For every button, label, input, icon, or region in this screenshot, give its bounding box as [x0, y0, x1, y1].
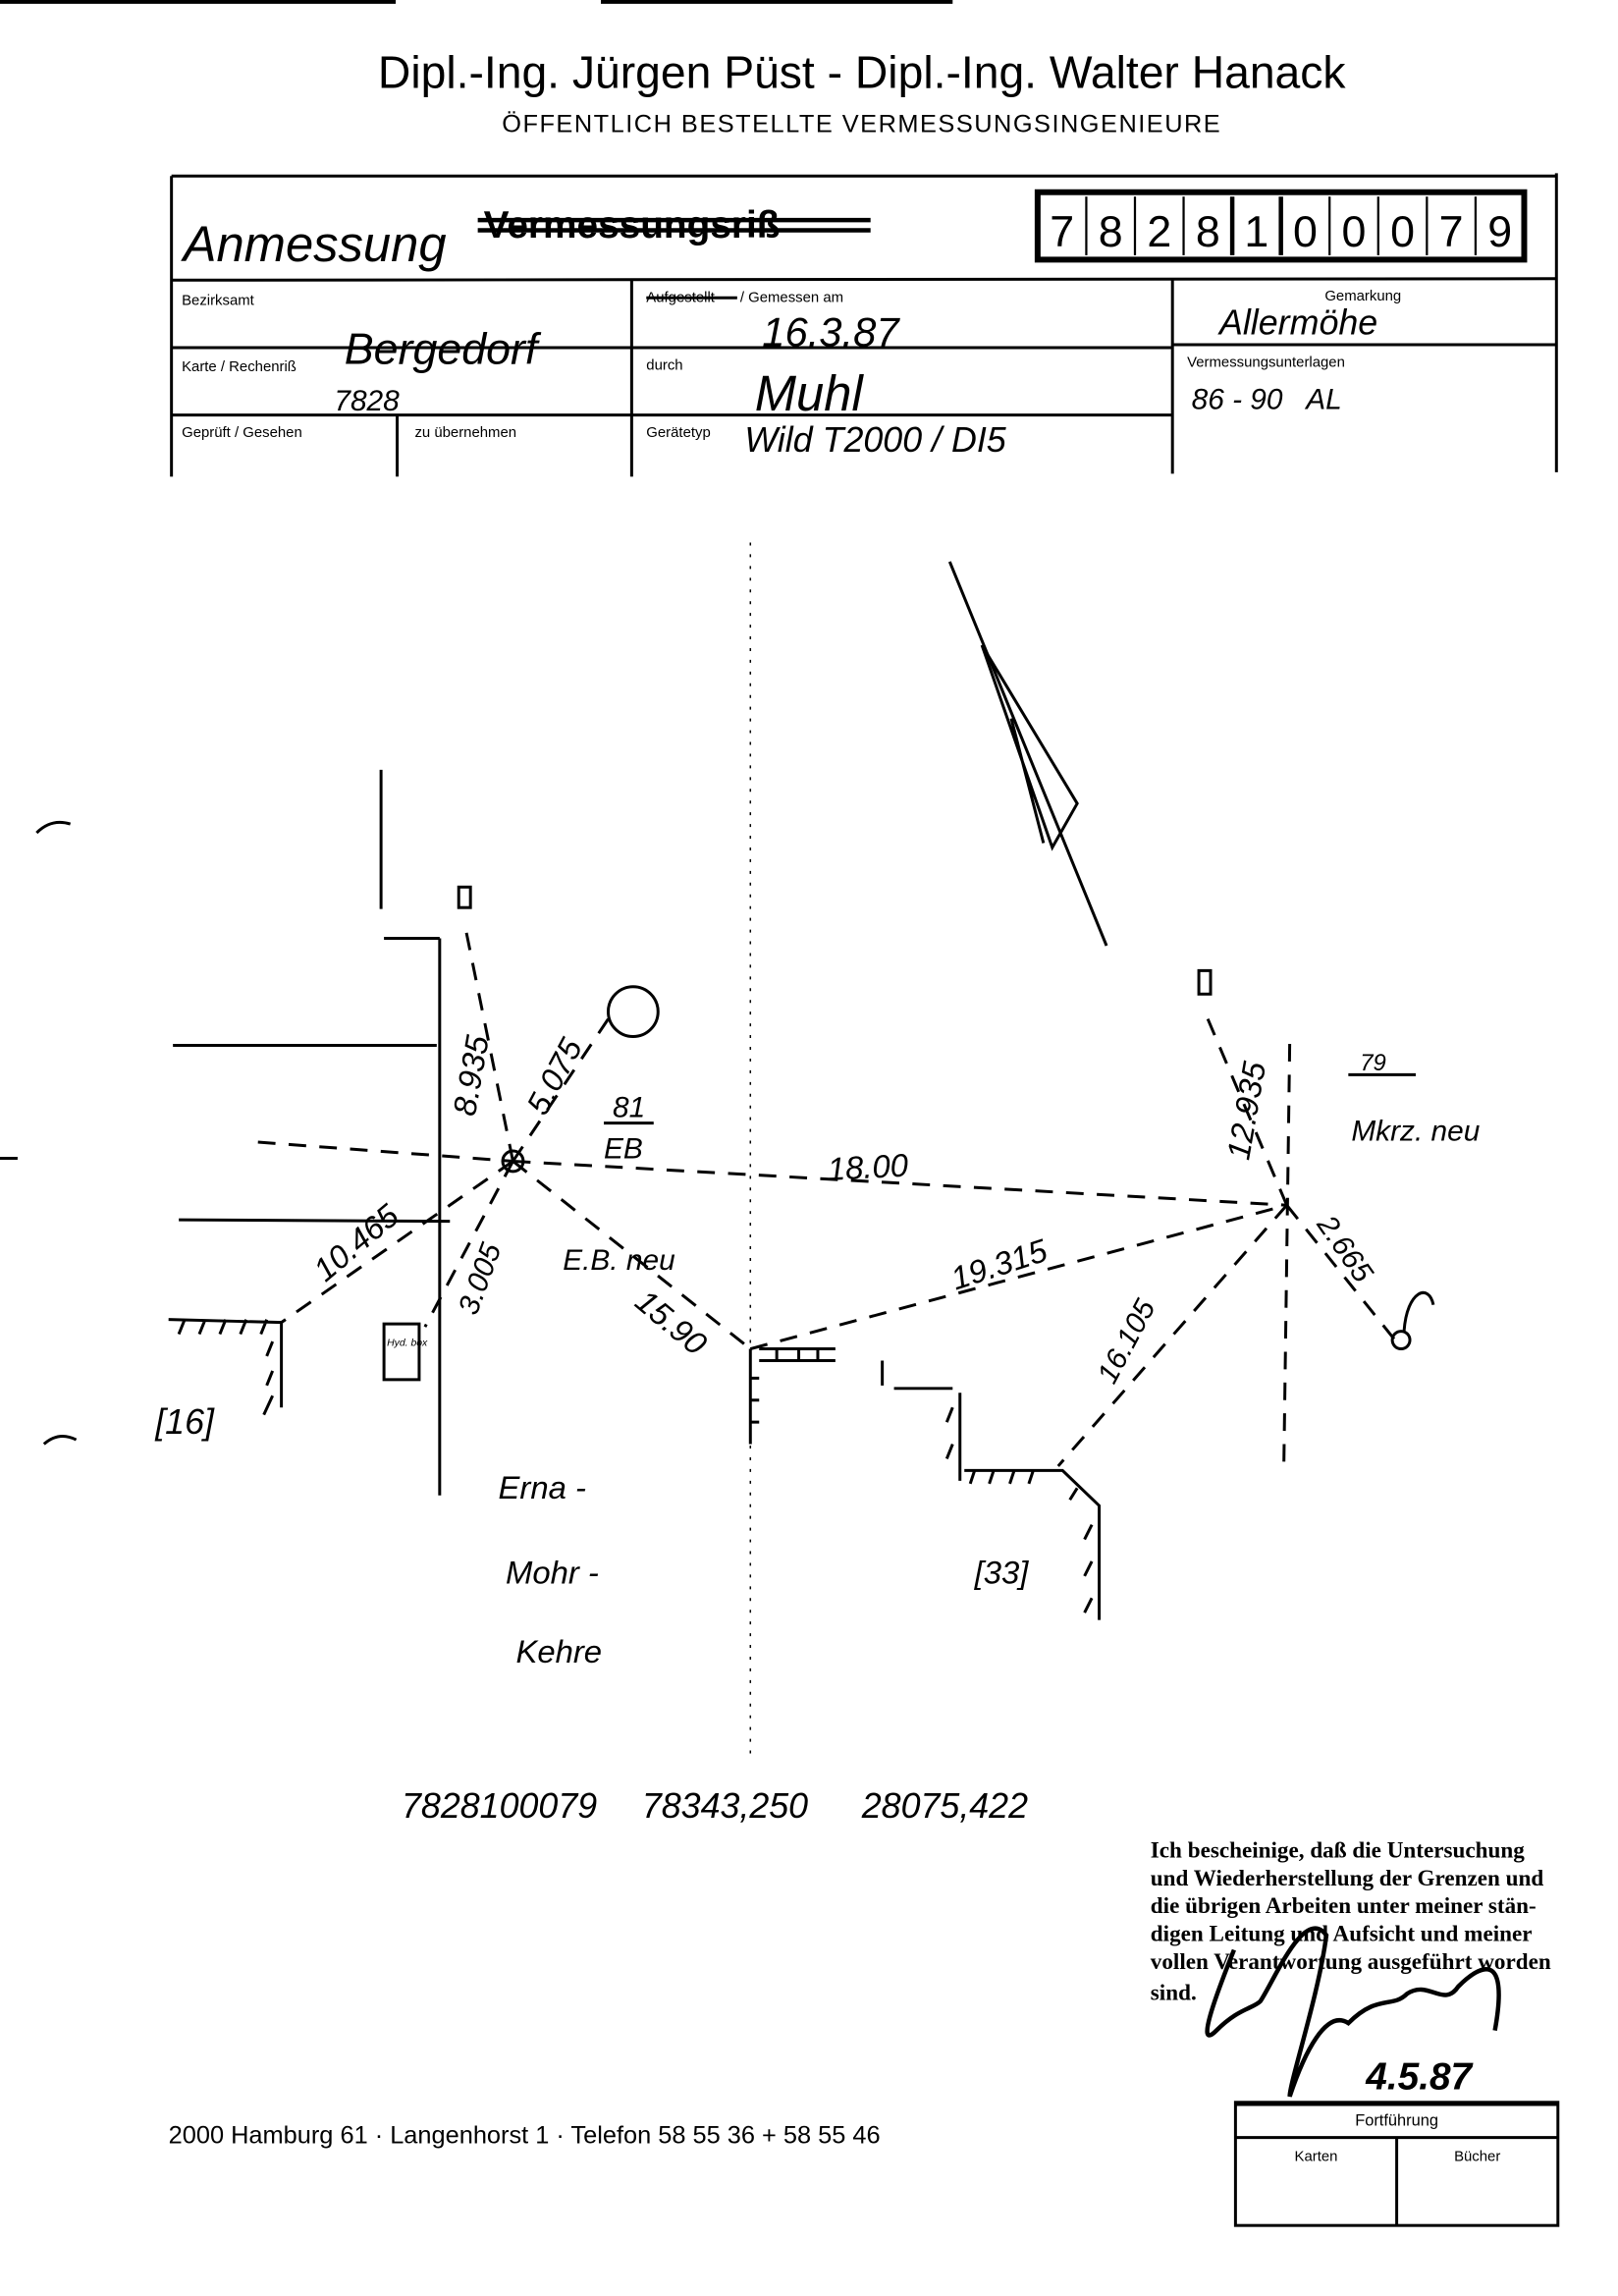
- certification-line: und Wiederherstellung der Grenzen und: [1151, 1866, 1544, 1891]
- hydrant-box-label: Hyd. box: [387, 1339, 428, 1349]
- street-name-line: Kehre: [515, 1633, 602, 1669]
- number-digit: 0: [1293, 207, 1318, 256]
- marker-icon: [1197, 968, 1213, 996]
- gemessen-label: / Gemessen am: [740, 290, 843, 306]
- number-digit: 8: [1099, 207, 1123, 256]
- number-digit: 0: [1342, 207, 1367, 256]
- certification-text: Ich bescheinige, daß die Untersuchung un…: [1151, 1837, 1551, 2005]
- lamp-icon: [1390, 1330, 1412, 1350]
- signature-date: 4.5.87: [1365, 2055, 1474, 2098]
- lamp-post-icon: [1402, 1290, 1435, 1332]
- number-digit: 9: [1487, 207, 1512, 256]
- certification-line: die übrigen Arbeiten unter meiner stän-: [1151, 1893, 1537, 1919]
- karte-value: 7828: [334, 385, 400, 417]
- eb-neu-label: E.B. neu: [563, 1244, 674, 1277]
- fortfuehrung-title: Fortführung: [1355, 2112, 1438, 2130]
- point-81-sublabel: EB: [604, 1132, 643, 1165]
- letterhead-subtitle: ÖFFENTLICH BESTELLTE VERMESSUNGSINGENIEU…: [502, 111, 1221, 138]
- unterlagen-label: Vermessungsunterlagen: [1187, 354, 1345, 370]
- measurement-label: 12.935: [1219, 1059, 1272, 1163]
- street-name-line: Erna -: [499, 1469, 586, 1505]
- parcel-16-label: [16]: [154, 1402, 215, 1442]
- geprueft-label: Geprüft / Gesehen: [182, 424, 302, 441]
- measurement-label: 18.00: [827, 1147, 909, 1187]
- gemessen-value: 16.3.87: [762, 308, 900, 355]
- gemarkung-label: Gemarkung: [1324, 288, 1401, 304]
- point-81-label: 81: [613, 1092, 645, 1124]
- measurement-label: 19.315: [946, 1231, 1052, 1296]
- scan-marks: [0, 820, 78, 1446]
- measurement-label: 3.005: [453, 1238, 509, 1319]
- bezirksamt-label: Bezirksamt: [182, 293, 255, 309]
- doc-type-struck: Vermessungsriß: [484, 204, 781, 246]
- geraetetyp-label: Gerätetyp: [646, 424, 710, 441]
- letterhead-title: Dipl.-Ing. Jürgen Püst - Dipl.-Ing. Walt…: [378, 47, 1347, 98]
- parcel-33-label: [33]: [974, 1554, 1030, 1590]
- point-79-sublabel: Mkrz. neu: [1351, 1116, 1480, 1148]
- number-digit: 0: [1390, 207, 1415, 256]
- measurement-label: 8.935: [446, 1032, 496, 1119]
- coordinate-y: 28075,422: [861, 1786, 1028, 1826]
- number-digit: 8: [1196, 207, 1220, 256]
- certification-line: sind.: [1151, 1980, 1197, 2005]
- marker-icon: [457, 885, 472, 909]
- durch-label: durch: [646, 356, 682, 373]
- footer-address: 2000 Hamburg 61 · Langenhorst 1 · Telefo…: [169, 2122, 881, 2150]
- coordinate-number: 7828100079: [402, 1786, 597, 1826]
- measurement-label: 5.075: [519, 1031, 590, 1121]
- signature-image: [1205, 1926, 1501, 2098]
- survey-point-81-icon: [501, 1149, 525, 1174]
- measurement-label: 10.465: [306, 1196, 405, 1287]
- measurement-label: 2.665: [1310, 1209, 1379, 1288]
- street-name-line: Mohr -: [506, 1554, 599, 1590]
- north-arrow-icon: [947, 561, 1108, 947]
- geraetetyp-value: Wild T2000 / DI5: [744, 420, 1005, 460]
- karte-label: Karte / Rechenriß: [182, 358, 297, 375]
- measurement-label: 16.105: [1092, 1294, 1162, 1389]
- durch-signature: Muhl: [755, 365, 865, 421]
- number-digit: 7: [1050, 207, 1074, 256]
- hydrant-box-icon: [382, 1322, 421, 1382]
- survey-sketch: Hyd. box: [168, 542, 1435, 1760]
- number-digit: 7: [1439, 207, 1464, 256]
- certification-line: digen Leitung und Aufsicht und meiner: [1151, 1922, 1533, 1947]
- certification-line: Ich bescheinige, daß die Untersuchung: [1151, 1837, 1525, 1863]
- tree-icon: [607, 985, 660, 1039]
- fortfuehrung-karten: Karten: [1295, 2148, 1338, 2164]
- fortfuehrung-box: [1233, 2101, 1560, 2227]
- uebernehmen-label: zu übernehmen: [414, 424, 516, 441]
- point-79-label: 79: [1360, 1050, 1386, 1076]
- number-digit: 1: [1244, 207, 1268, 256]
- coordinate-x: 78343,250: [642, 1786, 808, 1826]
- fortfuehrung-buecher: Bücher: [1454, 2148, 1500, 2164]
- measurement-label: 15.90: [628, 1283, 714, 1362]
- gemarkung-value: Allermöhe: [1217, 303, 1377, 343]
- doc-type-handwritten: Anmessung: [181, 216, 447, 272]
- form-table: [170, 173, 1558, 477]
- number-digit: 2: [1147, 207, 1171, 256]
- unterlagen-value: 86 - 90 AL: [1192, 384, 1342, 416]
- bezirksamt-value: Bergedorf: [345, 324, 542, 373]
